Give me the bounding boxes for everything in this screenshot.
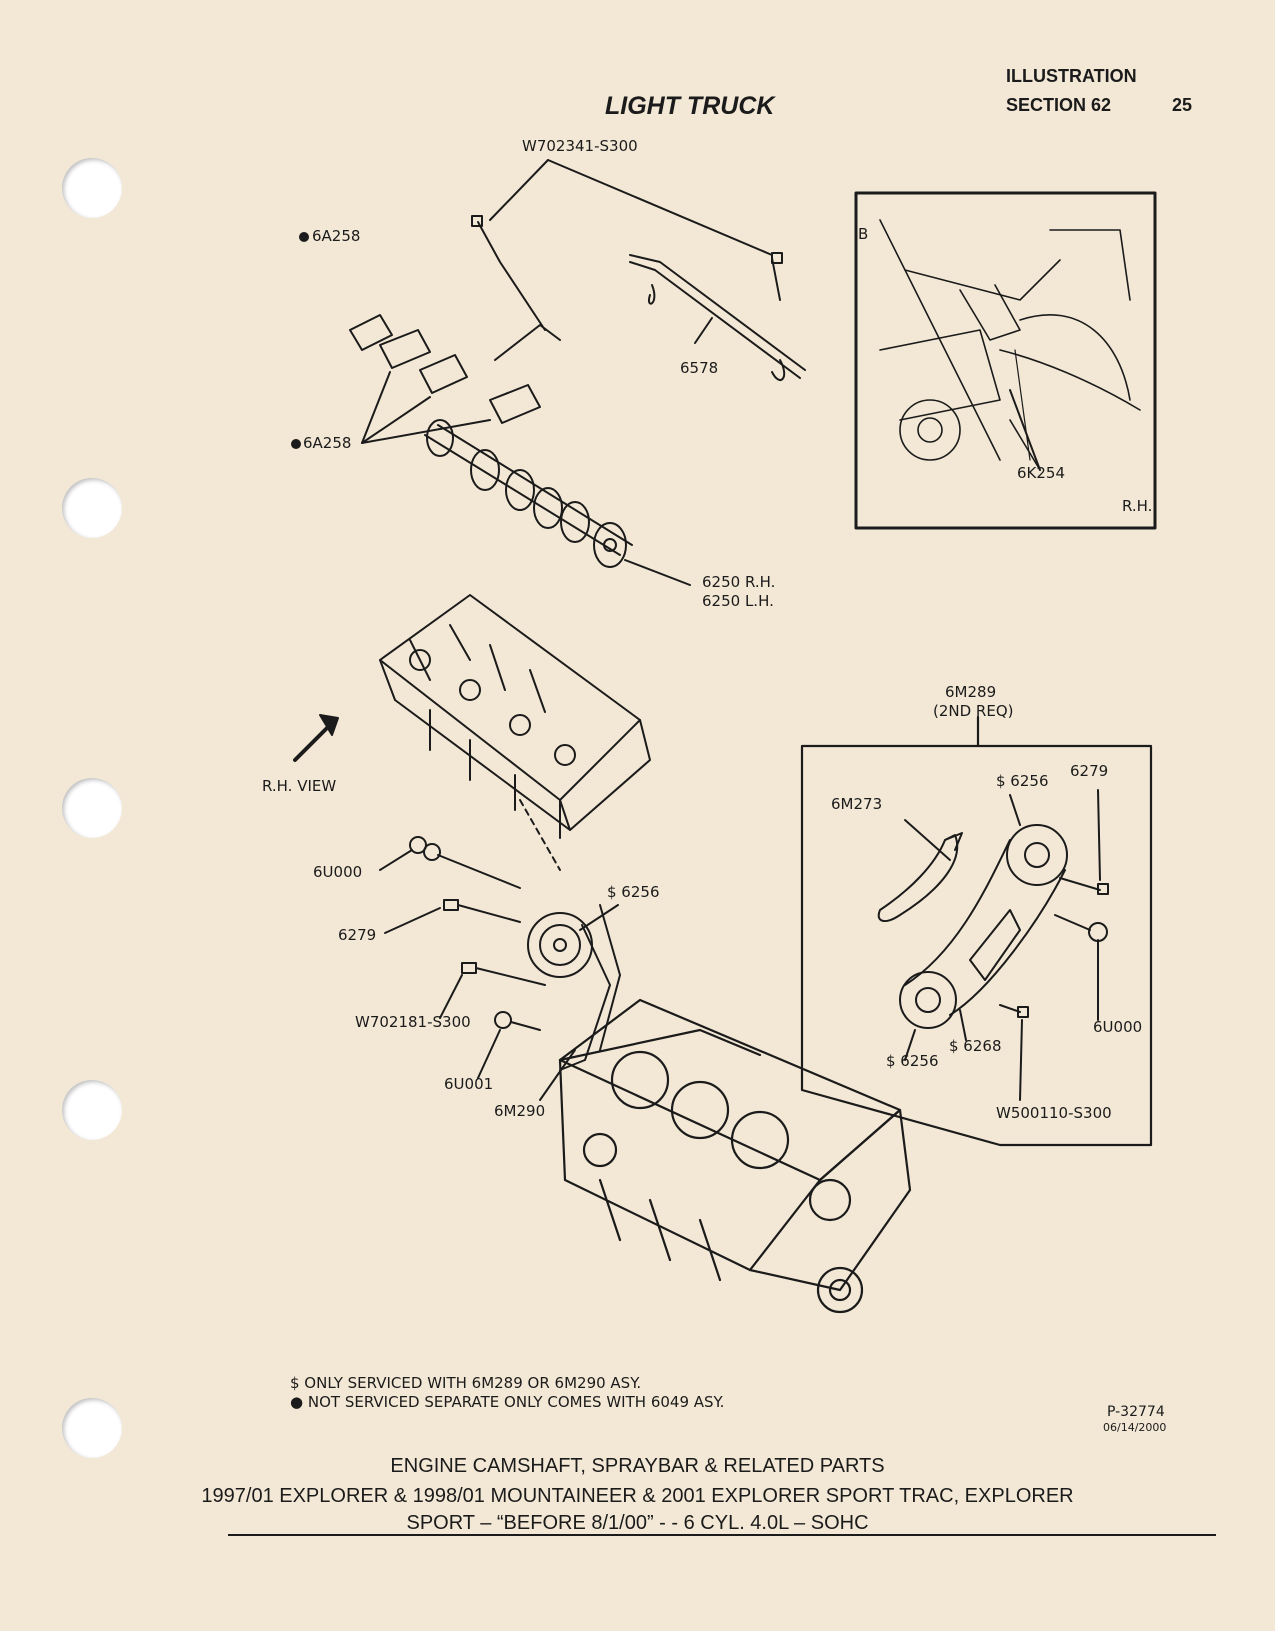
figure-date: 06/14/2000	[1103, 1421, 1167, 1434]
page-number: 25	[1172, 95, 1193, 115]
cam-sprocket	[527, 904, 621, 1071]
rh-view-arrow	[293, 723, 332, 762]
label-6u000-left: 6U000	[313, 863, 363, 881]
label-w702341: W702341-S300	[522, 137, 638, 155]
cam-bearing-caps	[349, 314, 561, 424]
label-6m273: 6M273	[831, 795, 883, 813]
inset-b-sketch	[879, 219, 1141, 471]
label-6a258-top: 6A258	[312, 227, 361, 245]
label-rh-view: R.H. VIEW	[262, 777, 337, 795]
binder-hole	[62, 158, 122, 218]
inset-box-b	[854, 191, 1157, 530]
label-6256-bottom: $ 6256	[886, 1052, 939, 1070]
cylinder-head	[379, 594, 651, 839]
label-6256-mid: $ 6256	[607, 883, 660, 901]
front-fasteners	[409, 836, 546, 1031]
label-6256-top: $ 6256	[996, 772, 1049, 790]
camshaft	[424, 419, 633, 568]
spray-bar	[471, 215, 806, 381]
bullet-dot	[291, 439, 301, 449]
caption-line-2: 1997/01 EXPLORER & 1998/01 MOUNTAINEER &…	[201, 1485, 1074, 1507]
label-6578: 6578	[680, 359, 719, 377]
page-title: LIGHT TRUCK	[605, 92, 775, 120]
inset-box-6m289	[800, 715, 1153, 1147]
label-6m289: 6M289	[945, 683, 997, 701]
binder-hole	[62, 1398, 122, 1458]
label-6m289-req: (2ND REQ)	[933, 702, 1014, 720]
label-6268: $ 6268	[949, 1037, 1002, 1055]
binder-hole	[62, 1080, 122, 1140]
inset-label-rh: R.H.	[1122, 497, 1153, 515]
illustration-heading: ILLUSTRATION	[1006, 66, 1137, 86]
bullet-dot	[299, 232, 309, 242]
figure-number: P-32774	[1107, 1404, 1165, 1420]
label-6k254: 6K254	[1017, 464, 1066, 482]
label-6u001: 6U001	[444, 1075, 494, 1093]
caption-line-1: ENGINE CAMSHAFT, SPRAYBAR & RELATED PART…	[390, 1455, 885, 1477]
bottom-rule	[228, 1534, 1216, 1536]
label-6m290: 6M290	[494, 1102, 546, 1120]
label-6a258-mid: 6A258	[303, 434, 352, 452]
label-6250-rh: 6250 R.H.	[702, 573, 776, 591]
binder-hole	[62, 778, 122, 838]
label-w500110: W500110-S300	[996, 1104, 1112, 1122]
label-6279-left: 6279	[338, 926, 377, 944]
engine-block	[558, 998, 912, 1314]
footnote-not-serviced: ● NOT SERVICED SEPARATE ONLY COMES WITH …	[290, 1393, 725, 1411]
inset-label-b: B	[858, 225, 869, 243]
section-heading: SECTION 62	[1006, 95, 1112, 115]
label-6279-inset: 6279	[1070, 762, 1109, 780]
binder-hole	[62, 478, 122, 538]
timing-chain-assembly	[877, 824, 1109, 1029]
label-6u000-inset: 6U000	[1093, 1018, 1143, 1036]
footnote-serviced-with: $ ONLY SERVICED WITH 6M289 OR 6M290 ASY.	[290, 1374, 642, 1392]
caption-line-3: SPORT – “BEFORE 8/1/00” - - 6 CYL. 4.0L …	[406, 1512, 869, 1534]
label-6250-lh: 6250 L.H.	[702, 592, 774, 610]
label-w702181: W702181-S300	[355, 1013, 471, 1031]
